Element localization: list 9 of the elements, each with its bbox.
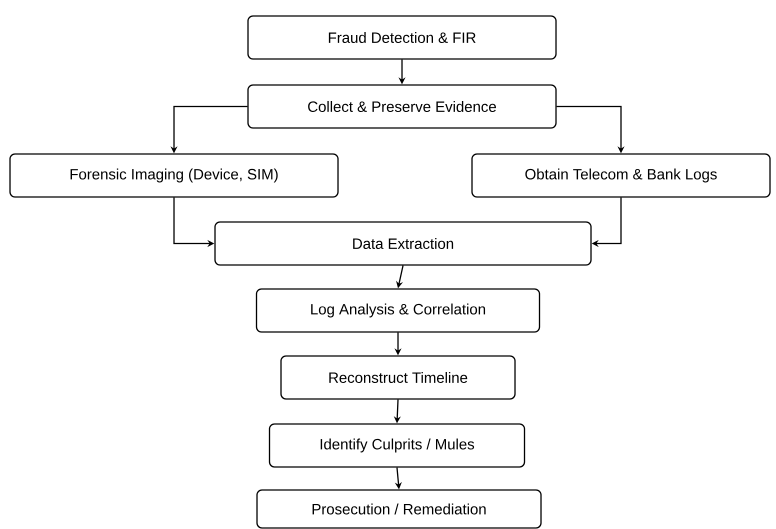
process-box: Obtain Telecom & Bank Logs [471, 153, 771, 198]
process-box: Reconstruct Timeline [280, 355, 516, 400]
process-box: Forensic Imaging (Device, SIM) [9, 153, 339, 198]
process-box: Prosecution / Remediation [256, 489, 542, 529]
process-box: Fraud Detection & FIR [247, 15, 557, 60]
process-box: Data Extraction [214, 221, 592, 266]
process-box: Identify Culprits / Mules [268, 423, 526, 468]
process-box: Log Analysis & Correlation [256, 288, 540, 333]
process-box: Collect & Preserve Evidence [247, 84, 557, 129]
